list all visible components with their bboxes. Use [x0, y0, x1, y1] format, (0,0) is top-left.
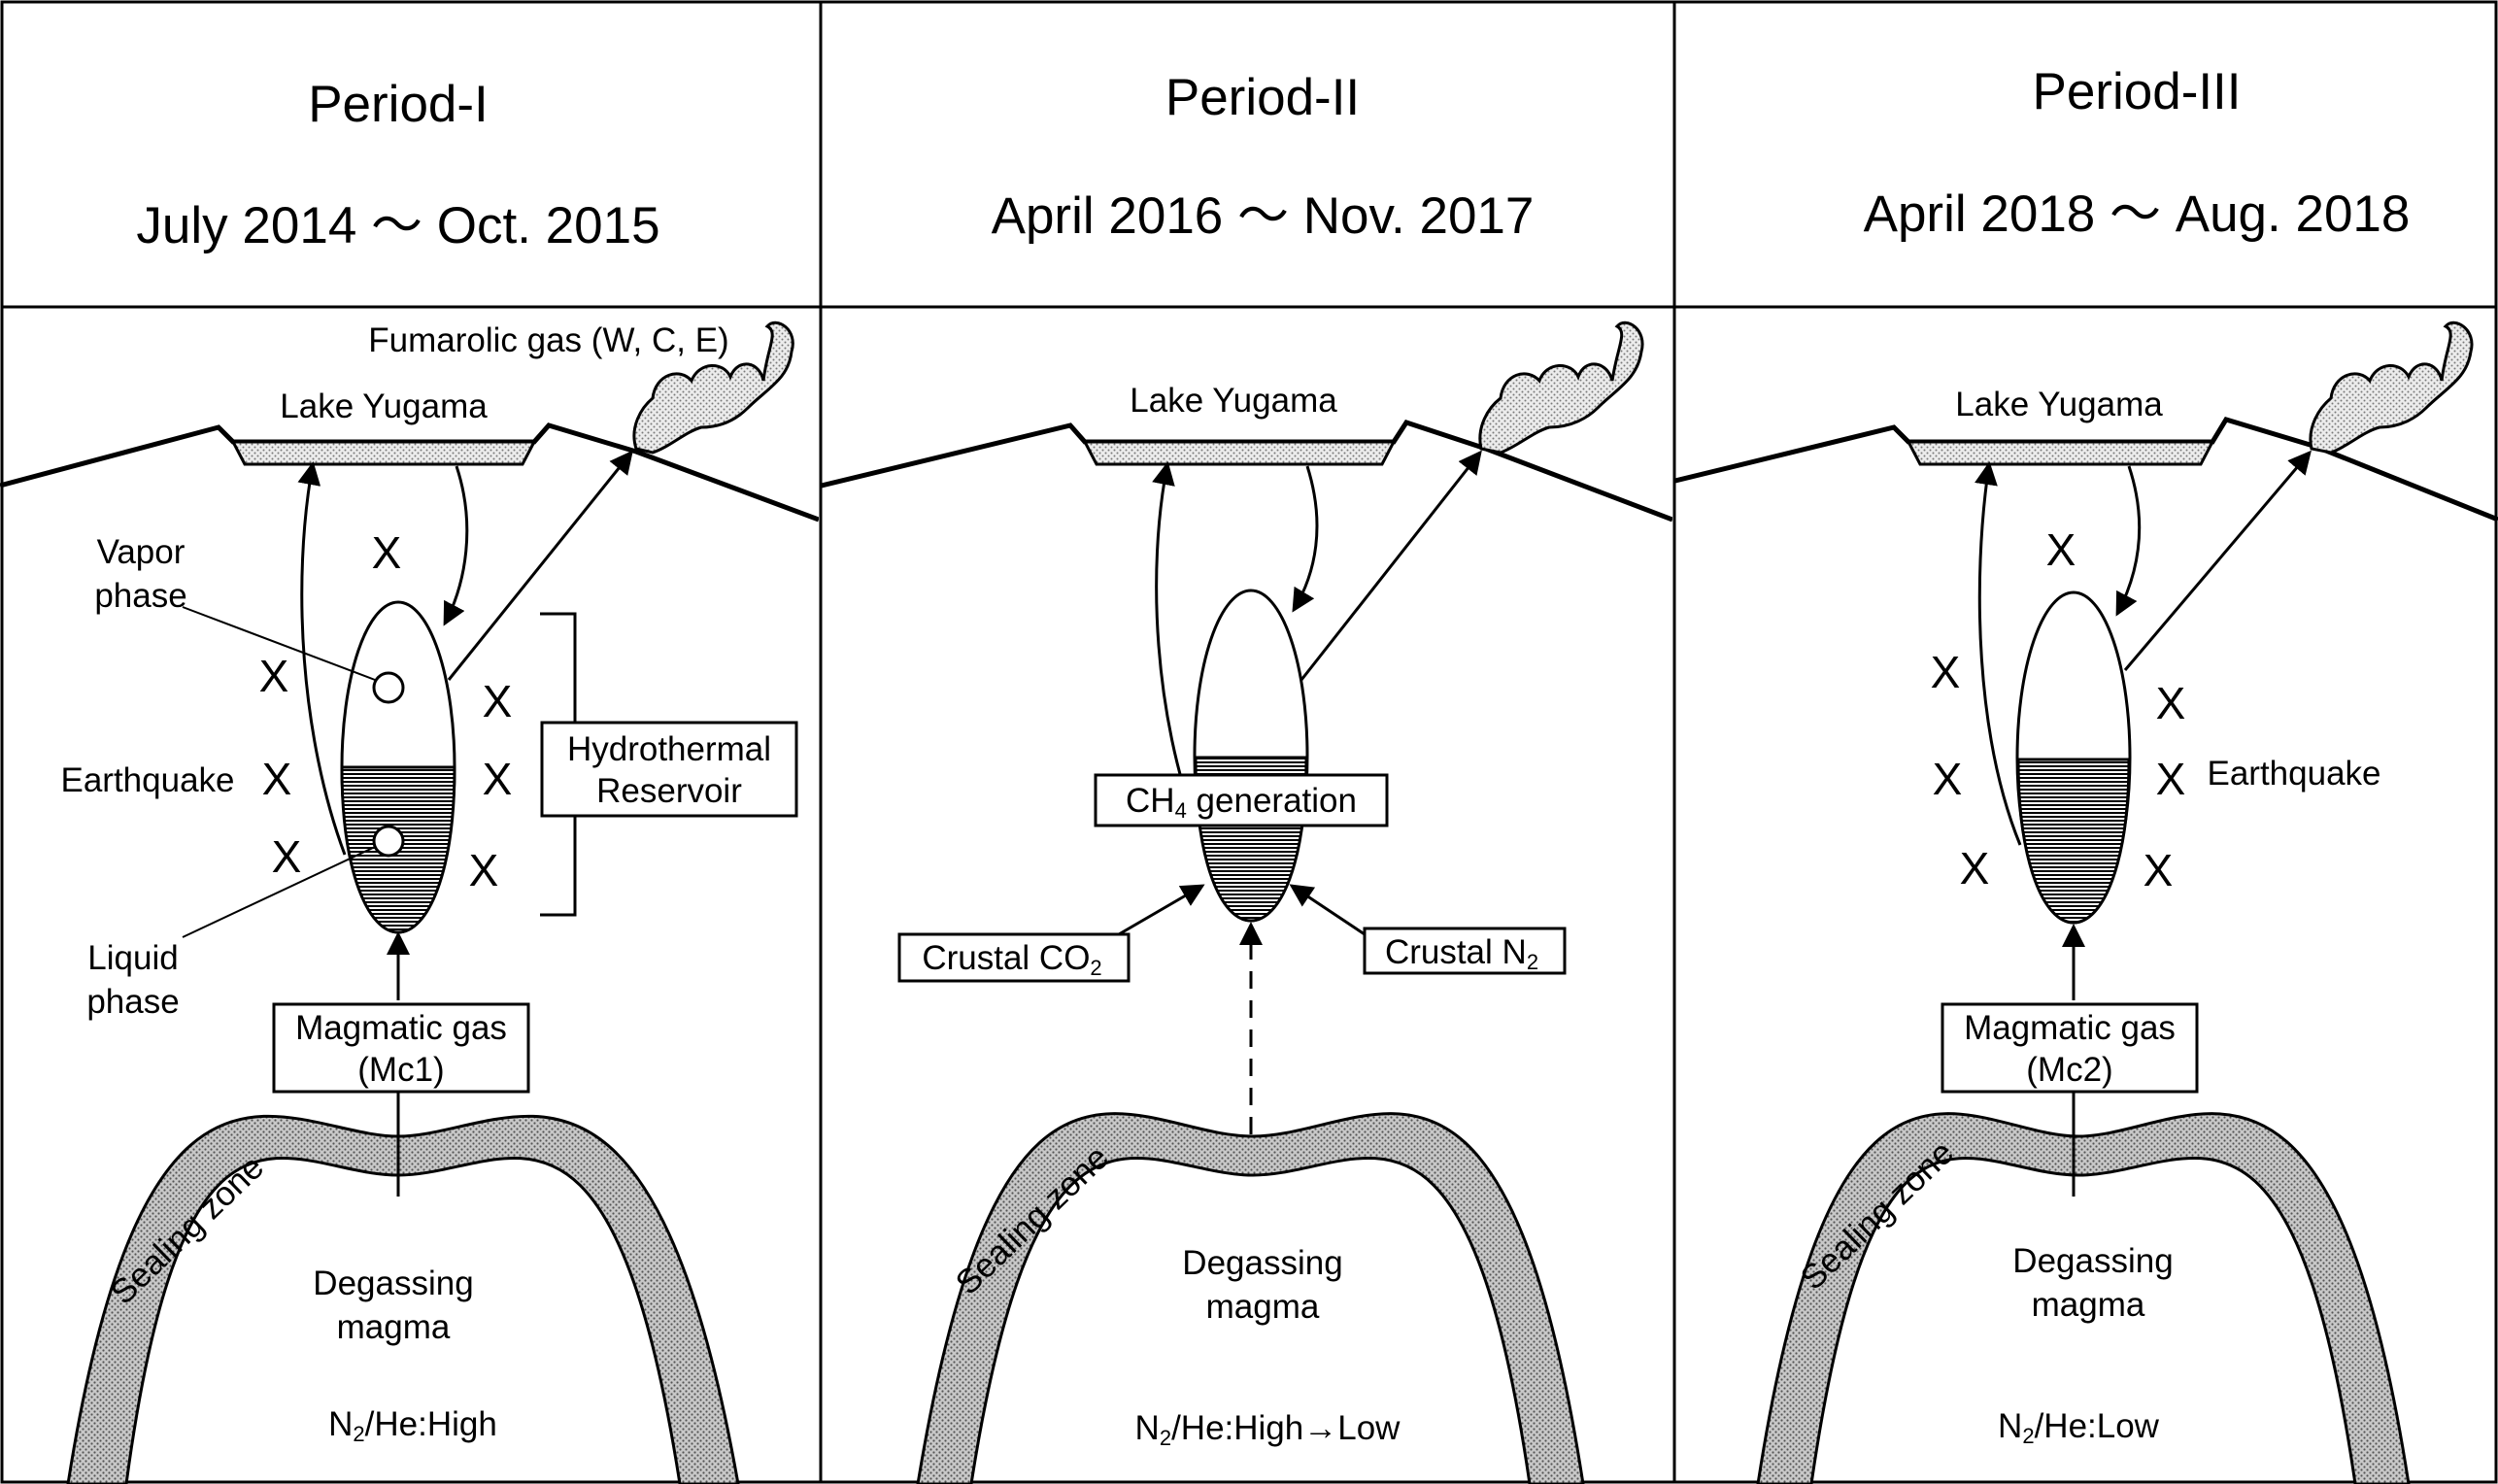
crustal-n2-box [1363, 927, 1567, 975]
earthquake-mark: X [483, 754, 513, 804]
reservoir-to-fumarole-arrow [1300, 450, 1482, 681]
magma-label-2: magma [1206, 1288, 1320, 1326]
period-title: Period-II [1165, 69, 1360, 126]
panel-period-1: Period-I July 2014 〜 Oct. 2015 Lake Yuga… [0, 76, 819, 1484]
period-title: Period-III [2032, 63, 2241, 120]
vapor-phase-label-2: phase [94, 577, 186, 615]
magma-label-2: magma [337, 1308, 451, 1346]
sealing-zone-arc [916, 1112, 1585, 1484]
reservoir-label-1: Hydrothermal [567, 730, 771, 768]
lake-yugama [230, 440, 537, 466]
vapor-leader [182, 606, 376, 681]
liquid-leader [182, 846, 376, 938]
vapor-phase-label-1: Vapor [97, 533, 186, 571]
panel-period-3: Period-III April 2018 〜 Aug. 2018 Lake Y… [1675, 63, 2498, 1484]
crustal-co2-label: Crustal CO2 [922, 939, 1101, 980]
upflow-to-lake-arrow [1152, 461, 1198, 826]
earthquake-mark: X [2156, 754, 2186, 804]
period-title: Period-I [308, 76, 489, 133]
reservoir-label-2: Reservoir [596, 772, 742, 810]
earthquake-mark: X [262, 754, 292, 804]
earthquake-mark: X [272, 831, 302, 882]
earthquake-mark: X [259, 651, 289, 701]
fumarole-cloud [632, 320, 794, 455]
crustal-co2-arrow [1118, 884, 1205, 936]
magmatic-gas-box [1941, 1002, 2199, 1094]
lake-to-reservoir-arrow [1292, 465, 1319, 613]
lake-label: Lake Yugama [1955, 386, 2163, 423]
earthquake-mark: X [2144, 845, 2174, 895]
earthquake-mark: X [1960, 843, 1990, 894]
magma-label-1: Degassing [1182, 1244, 1342, 1282]
lake-to-reservoir-arrow [2115, 465, 2142, 617]
magmatic-gas-box [272, 1002, 530, 1094]
upflow-to-lake-arrow [1975, 461, 2022, 846]
crustal-n2-arrow [1289, 884, 1366, 936]
ground-surface [1675, 417, 2498, 523]
fumarole-cloud [1478, 320, 1644, 455]
sealing-zone-arc [66, 1114, 740, 1484]
magma-label-2: magma [2032, 1286, 2145, 1324]
crustal-co2-box [897, 932, 1131, 983]
vapor-bubble [372, 671, 405, 704]
crustal-n2-label: Crustal N2 [1385, 933, 1538, 974]
fumarole-cloud [2309, 320, 2474, 455]
magma-label-1: Degassing [2012, 1242, 2173, 1280]
period-dates: April 2018 〜 Aug. 2018 [1864, 186, 2411, 243]
ground-surface [822, 420, 1672, 523]
ground-surface [0, 422, 819, 523]
earthquake-mark: X [1933, 754, 1963, 804]
magma-label-1: Degassing [313, 1265, 473, 1302]
liquid-phase-label-1: Liquid [87, 939, 178, 977]
earthquake-mark: X [483, 676, 513, 726]
earthquake-label: Earthquake [60, 761, 234, 799]
n2-he-ratio: N2/He:High→Low [1135, 1409, 1401, 1450]
earthquake-mark: X [469, 845, 499, 895]
earthquake-mark: X [2046, 524, 2076, 575]
liquid-phase-label-2: phase [86, 983, 179, 1021]
period-dates: April 2016 〜 Nov. 2017 [992, 187, 1535, 245]
n2-he-ratio: N2/He:High [328, 1405, 497, 1446]
earthquake-mark: X [2156, 678, 2186, 728]
magmatic-gas-label-1: Magmatic gas [1964, 1009, 2176, 1047]
liquid-bubble [372, 825, 405, 858]
lake-label: Lake Yugama [280, 388, 488, 425]
sealing-zone-arc [1756, 1112, 2411, 1484]
reservoir-to-fumarole-arrow [2123, 450, 2312, 671]
hydrothermal-reservoir-box [540, 721, 798, 818]
reservoir-to-fumarole-arrow [447, 450, 633, 681]
reservoir-liquid-fill [2016, 758, 2131, 925]
ch4-generation-label: CH4 generation [1126, 782, 1357, 823]
earthquake-mark: X [1931, 647, 1961, 697]
earthquake-label: Earthquake [2207, 755, 2380, 793]
magmatic-gas-label-2: (Mc2) [2026, 1051, 2112, 1089]
lake-to-reservoir-arrow [443, 465, 469, 626]
ch4-generation-box [1094, 773, 1389, 827]
panel-period-2: Period-II April 2016 〜 Nov. 2017 Lake Yu… [822, 69, 1672, 1484]
fumarolic-gas-label: Fumarolic gas (W, C, E) [368, 321, 728, 359]
lake-yugama [1906, 440, 2215, 466]
magmatic-gas-label-1: Magmatic gas [295, 1009, 507, 1047]
period-dates: July 2014 〜 Oct. 2015 [136, 197, 659, 254]
lake-yugama [1082, 440, 1397, 466]
lake-label: Lake Yugama [1130, 382, 1337, 420]
magmatic-gas-label-2: (Mc1) [357, 1051, 444, 1089]
upflow-to-lake-arrow [297, 461, 347, 856]
earthquake-mark: X [372, 527, 402, 578]
n2-he-ratio: N2/He:Low [1998, 1407, 2160, 1448]
